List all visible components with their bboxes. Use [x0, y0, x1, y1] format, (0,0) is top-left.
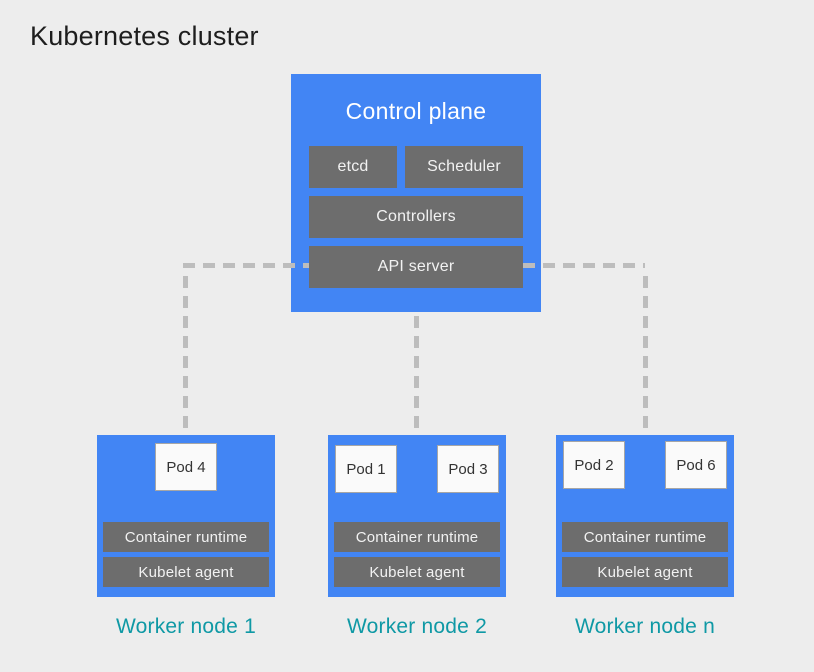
control-plane-row-2: Controllers — [309, 196, 523, 238]
control-plane-row-3: API server — [309, 246, 523, 288]
diagram-title: Kubernetes cluster — [30, 21, 259, 51]
control-plane-row-1: etcd Scheduler — [309, 146, 523, 188]
controllers-box: Controllers — [309, 196, 523, 238]
pod-box: Pod 1 — [335, 445, 397, 493]
api-server-box: API server — [309, 246, 523, 288]
worker-node-n-pods: Pod 2 Pod 6 — [563, 441, 727, 489]
pod-box: Pod 6 — [665, 441, 727, 489]
scheduler-box: Scheduler — [405, 146, 523, 188]
worker-node-1-label: Worker node 1 — [116, 615, 256, 638]
pod-box: Pod 2 — [563, 441, 625, 489]
worker-node-2-label: Worker node 2 — [347, 615, 487, 638]
etcd-box: etcd — [309, 146, 397, 188]
kubelet-agent-box: Kubelet agent — [562, 557, 728, 587]
dashed-connector-center — [414, 316, 419, 435]
worker-node-1-pods: Pod 4 — [104, 443, 268, 491]
dashed-connector-left — [183, 276, 188, 435]
control-plane-box: Control plane etcd Scheduler Controllers… — [291, 74, 541, 312]
worker-node-1-box: Pod 4 Container runtime Kubelet agent — [97, 435, 275, 597]
worker-node-n-label: Worker node n — [575, 615, 715, 638]
control-plane-title: Control plane — [345, 98, 487, 124]
worker-node-2-box: Pod 1 Pod 3 Container runtime Kubelet ag… — [328, 435, 506, 597]
kubelet-agent-box: Kubelet agent — [334, 557, 500, 587]
container-runtime-box: Container runtime — [562, 522, 728, 552]
pod-box: Pod 4 — [155, 443, 217, 491]
worker-node-2-pods: Pod 1 Pod 3 — [335, 445, 499, 493]
pod-box: Pod 3 — [437, 445, 499, 493]
dashed-connector-right — [643, 276, 648, 435]
container-runtime-box: Container runtime — [334, 522, 500, 552]
kubelet-agent-box: Kubelet agent — [103, 557, 269, 587]
worker-node-n-box: Pod 2 Pod 6 Container runtime Kubelet ag… — [556, 435, 734, 597]
container-runtime-box: Container runtime — [103, 522, 269, 552]
